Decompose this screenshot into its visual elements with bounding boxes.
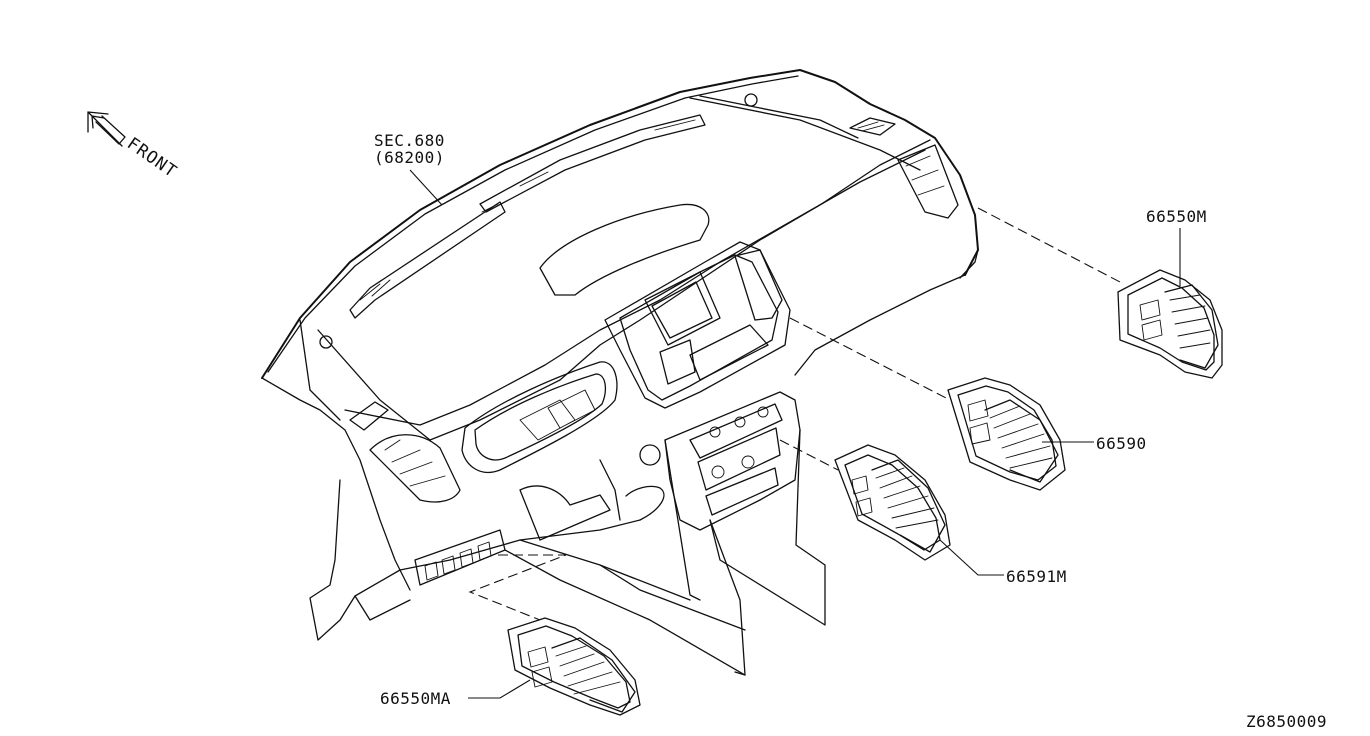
front-label: FRONT bbox=[123, 134, 180, 183]
drawing-number: Z6850009 bbox=[1246, 712, 1327, 731]
vent-left-part bbox=[507, 617, 641, 716]
label-vent-left: 66550MA bbox=[380, 689, 451, 708]
section-ref-line1: SEC.680 bbox=[374, 131, 445, 150]
front-direction-arrow: FRONT bbox=[87, 111, 181, 183]
section-reference: SEC.680 (68200) bbox=[374, 131, 445, 206]
assembly-leaders bbox=[468, 207, 1121, 621]
vent-center-right-part bbox=[947, 377, 1066, 491]
vent-right-part bbox=[1117, 269, 1223, 379]
vent-center-left-part bbox=[834, 444, 951, 561]
label-vent-center-left: 66591M bbox=[1006, 567, 1067, 586]
label-vent-right: 66550M bbox=[1146, 207, 1207, 226]
instrument-panel bbox=[261, 69, 979, 676]
label-vent-center-right: 66590 bbox=[1096, 434, 1147, 453]
section-ref-line2: (68200) bbox=[374, 148, 445, 167]
